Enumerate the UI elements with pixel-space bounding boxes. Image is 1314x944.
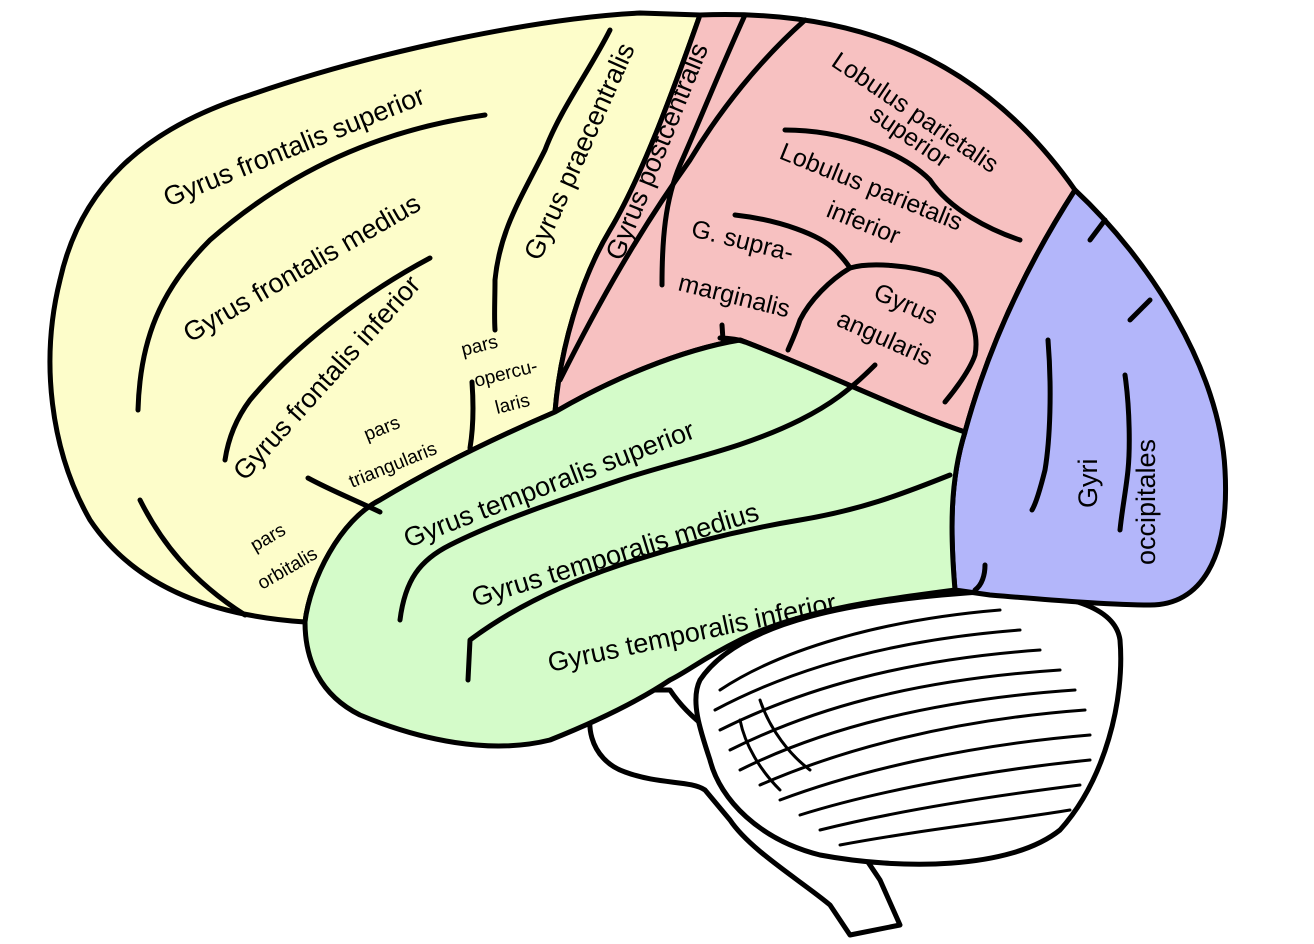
cerebellum: [693, 589, 1124, 867]
occipital-lobe: [949, 187, 1229, 608]
cerebellum-folia: [713, 608, 1092, 847]
sulci: [135, 12, 1153, 683]
label-gyri-occipitales-line2: occipitales: [1131, 439, 1161, 565]
label-gyri-occipitales-line1: Gyri: [1073, 459, 1103, 509]
